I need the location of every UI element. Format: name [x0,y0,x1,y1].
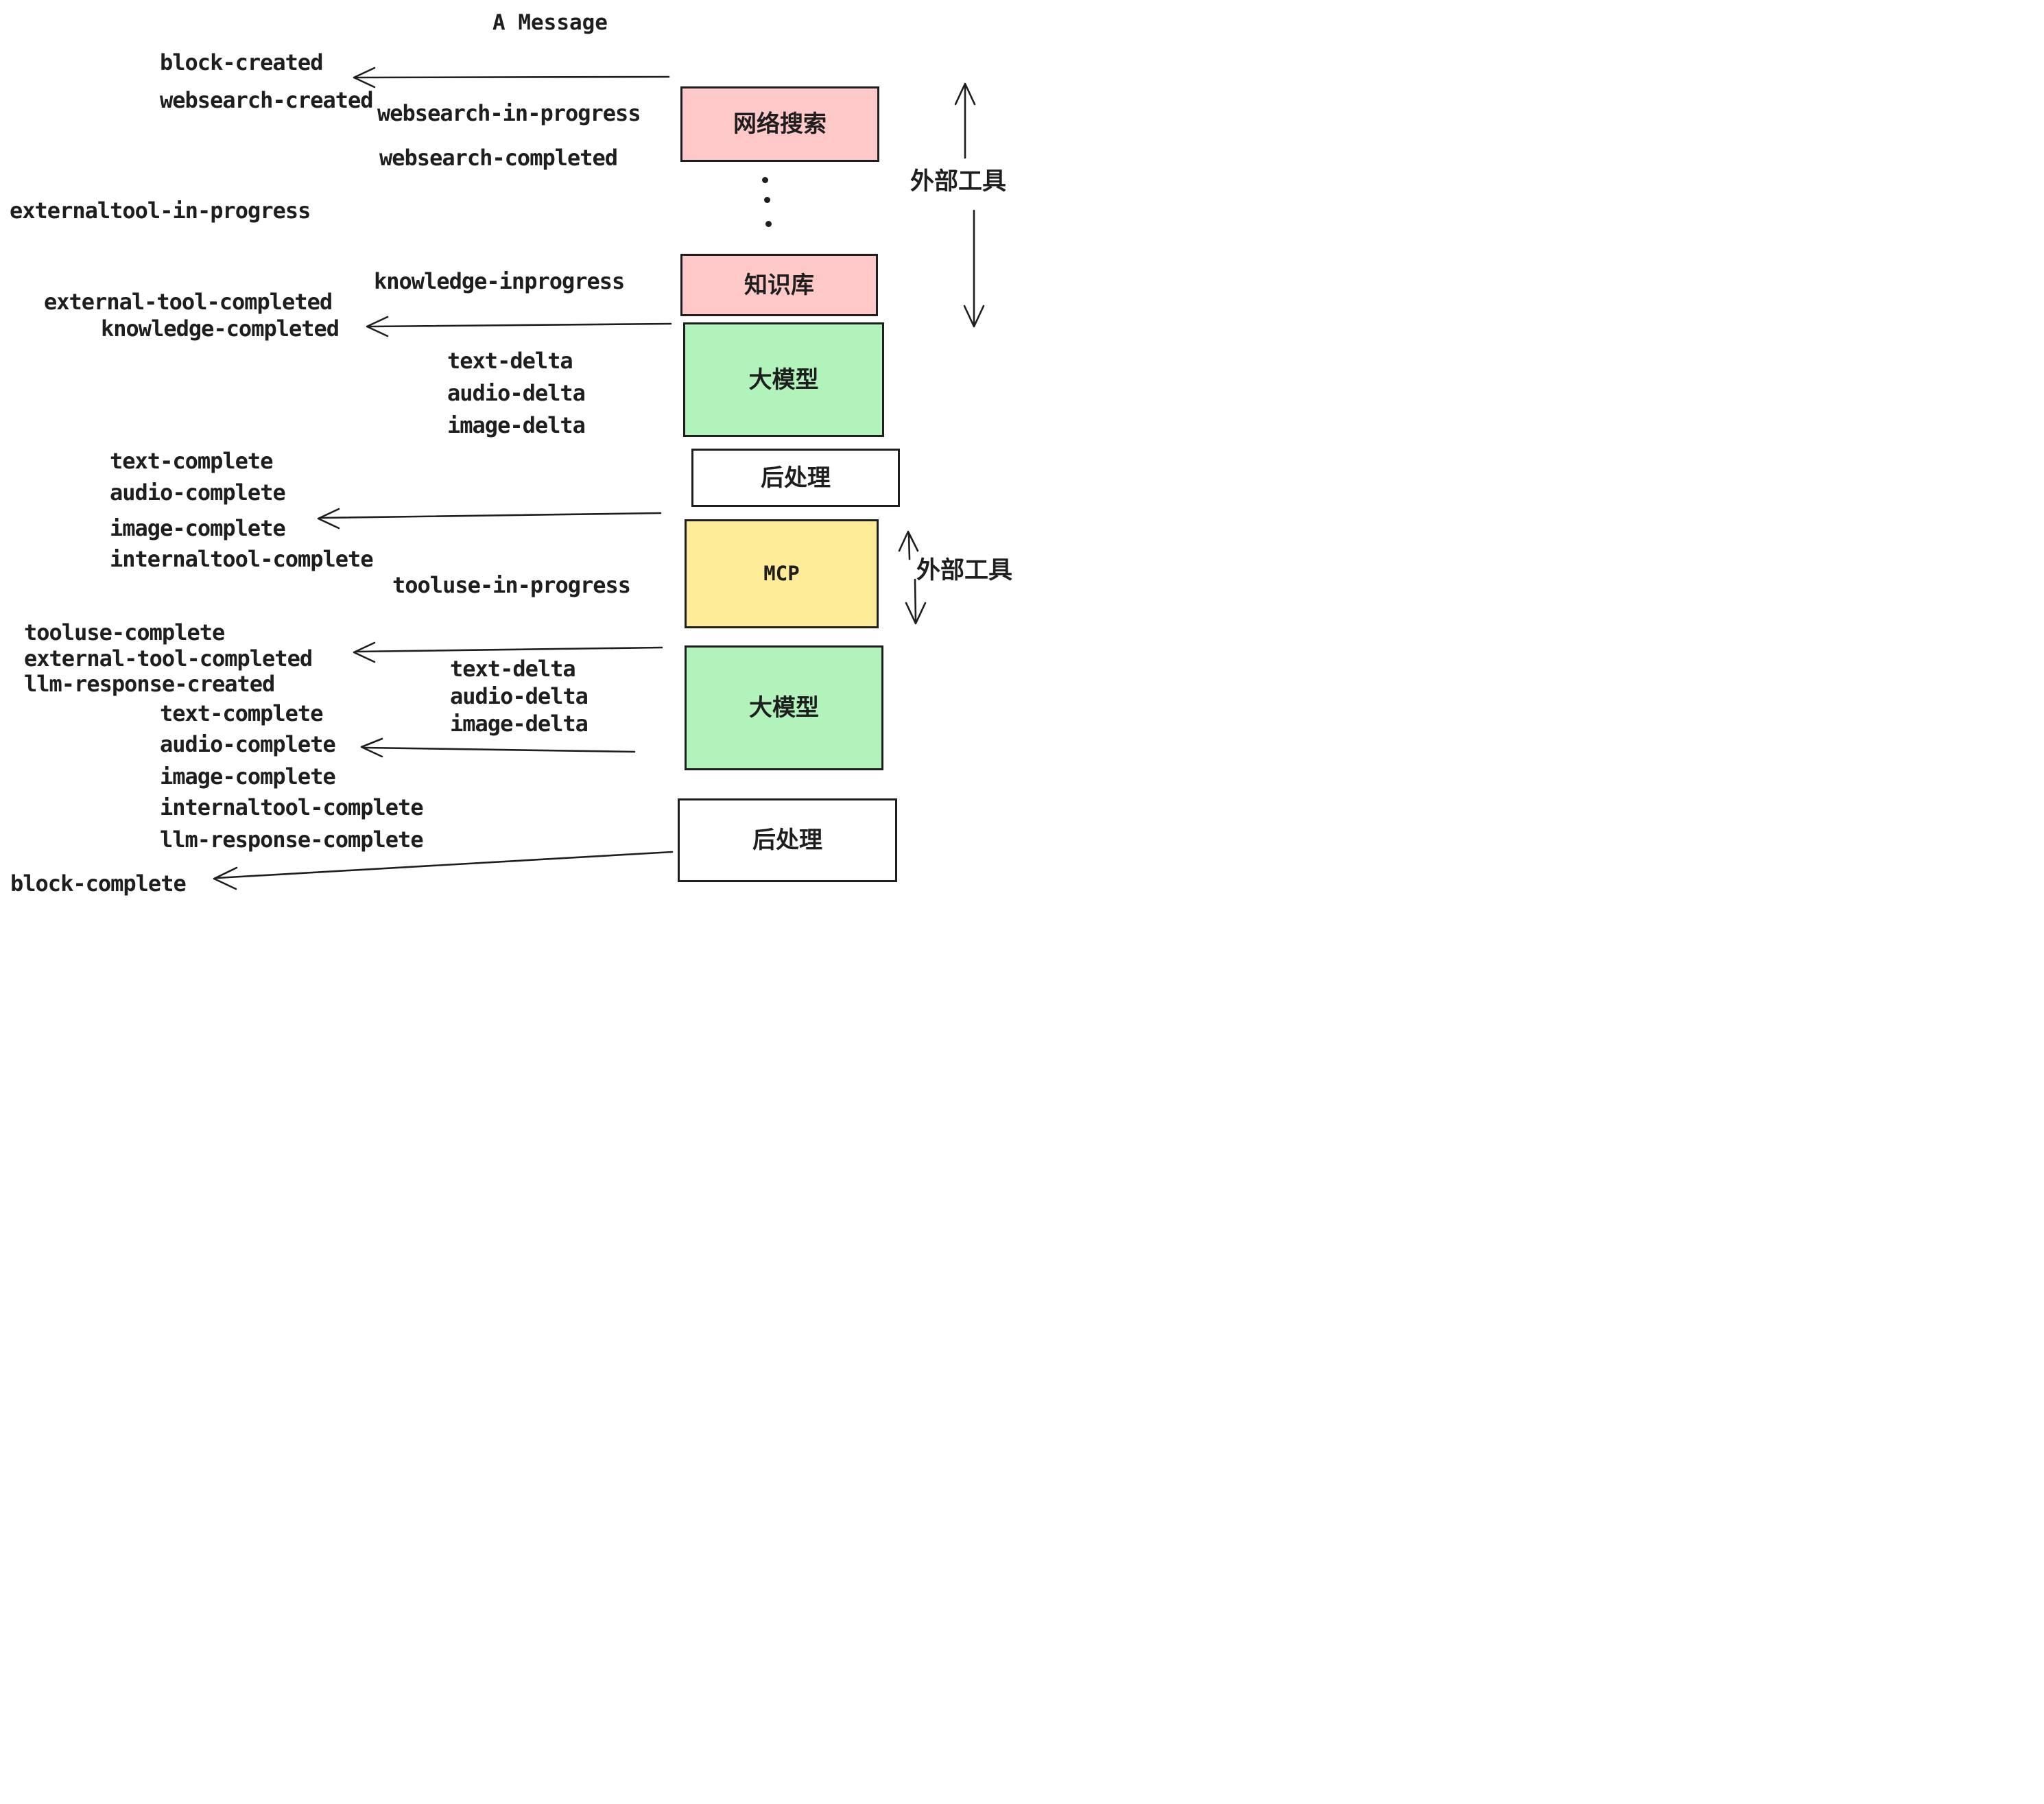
arrow-to-image-complete [317,508,662,530]
box-llm-1: 大模型 [683,322,884,437]
box-mcp-label: MCP [763,562,800,585]
box-mcp: MCP [685,519,879,628]
event-knowledge-completed: knowledge-completed [101,316,340,342]
event-audio-delta-2: audio-delta [450,683,589,709]
event-text-complete: text-complete [110,448,273,474]
event-websearch-completed: websearch-completed [379,145,618,171]
event-image-delta: image-delta [447,412,586,438]
event-block-created: block-created [160,49,323,75]
event-websearch-in-progress: websearch-in-progress [377,100,641,126]
event-llm-response-created: llm-response-created [24,671,275,697]
event-tooluse-in-progress: tooluse-in-progress [392,572,631,598]
event-image-complete: image-complete [110,515,286,541]
event-external-tool-completed: external-tool-completed [44,289,333,315]
box-llm-2-label: 大模型 [749,695,819,721]
event-image-delta-2: image-delta [450,711,589,737]
side-label-external-tools-1: 外部工具 [910,168,1007,195]
event-audio-delta: audio-delta [447,380,586,406]
event-internaltool-complete: internaltool-complete [110,546,374,572]
event-websearch-created: websearch-created [160,87,374,113]
event-externaltool-in-progress: externaltool-in-progress [10,198,311,224]
box-websearch-label: 网络搜索 [733,111,827,137]
event-external-tool-completed-2: external-tool-completed [24,645,313,672]
event-text-delta-2: text-delta [450,656,576,682]
event-audio-complete-2: audio-complete [160,731,336,757]
box-postprocess-1-label: 后处理 [761,464,831,491]
event-llm-response-complete: llm-response-complete [160,827,424,853]
event-text-delta: text-delta [447,348,573,374]
message-stream-diagram: A Message block-created websearch-create… [0,0,1022,902]
event-image-complete-2: image-complete [160,763,336,790]
diagram-title: A Message [492,10,608,35]
event-internaltool-complete-2: internaltool-complete [160,794,424,820]
box-llm-2: 大模型 [685,645,883,770]
box-websearch: 网络搜索 [680,86,879,162]
arrow-to-block-complete [213,851,674,890]
box-postprocess-2: 后处理 [678,798,897,882]
box-llm-1-label: 大模型 [748,366,819,393]
arrow-to-knowledge-completed [366,316,672,337]
vertical-ellipsis-icon [765,221,772,227]
box-postprocess-2-label: 后处理 [752,827,822,853]
event-knowledge-inprogress: knowledge-inprogress [374,268,625,294]
side-label-external-tools-2: 外部工具 [916,557,1013,584]
vertical-ellipsis-icon [764,197,770,203]
arrow-to-audio-complete [360,737,636,758]
external-tools-double-arrow-1 [954,82,985,328]
box-knowledge-base-label: 知识库 [744,272,814,298]
vertical-ellipsis-icon [762,177,768,183]
event-audio-complete: audio-complete [110,479,286,506]
box-knowledge-base: 知识库 [680,254,878,316]
event-tooluse-complete: tooluse-complete [24,619,225,645]
event-block-complete: block-complete [10,870,187,897]
arrow-to-block-created [353,67,670,88]
event-text-complete-2: text-complete [160,700,323,726]
box-postprocess-1: 后处理 [691,449,900,507]
